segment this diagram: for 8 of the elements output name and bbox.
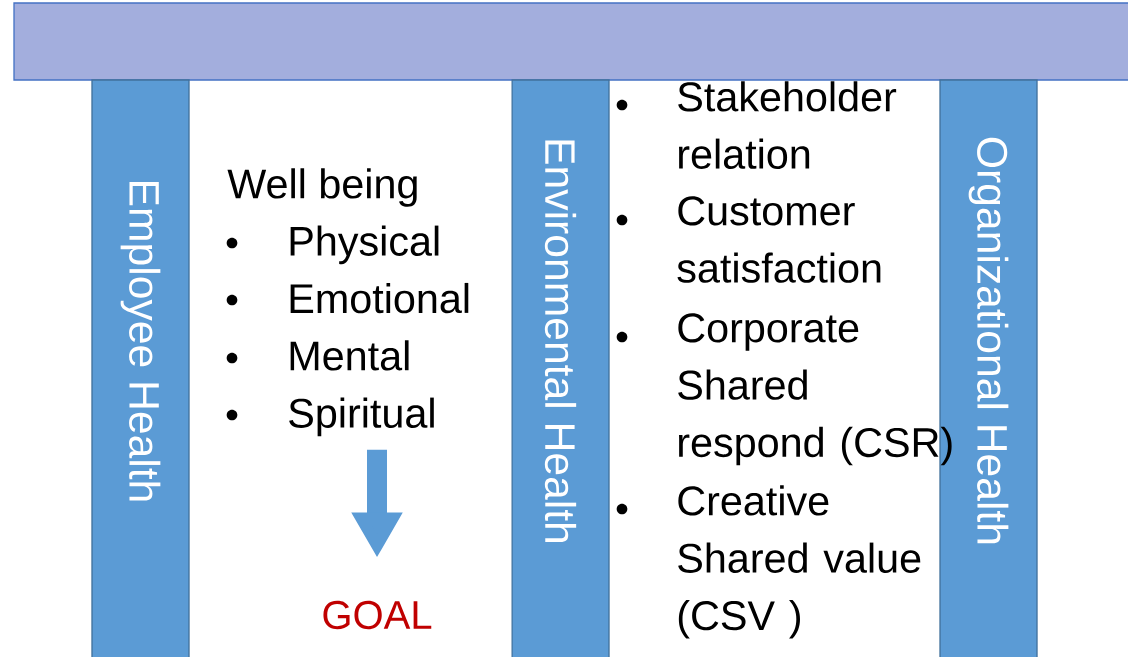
bullet-list: Well being Physical Emotional Mental Spiritual: [227, 168, 469, 437]
pillar: Employee Health: [91, 79, 190, 657]
list-item: Creative Shared value (CSV ): [678, 485, 921, 639]
goal-label: GOAL: [323, 600, 432, 630]
list-item: Customer satisfaction: [677, 196, 881, 283]
roof-bar: [13, 2, 1128, 81]
pillar: Environmental Health: [511, 79, 610, 657]
list-item: Stakeholder relation: [678, 81, 897, 169]
